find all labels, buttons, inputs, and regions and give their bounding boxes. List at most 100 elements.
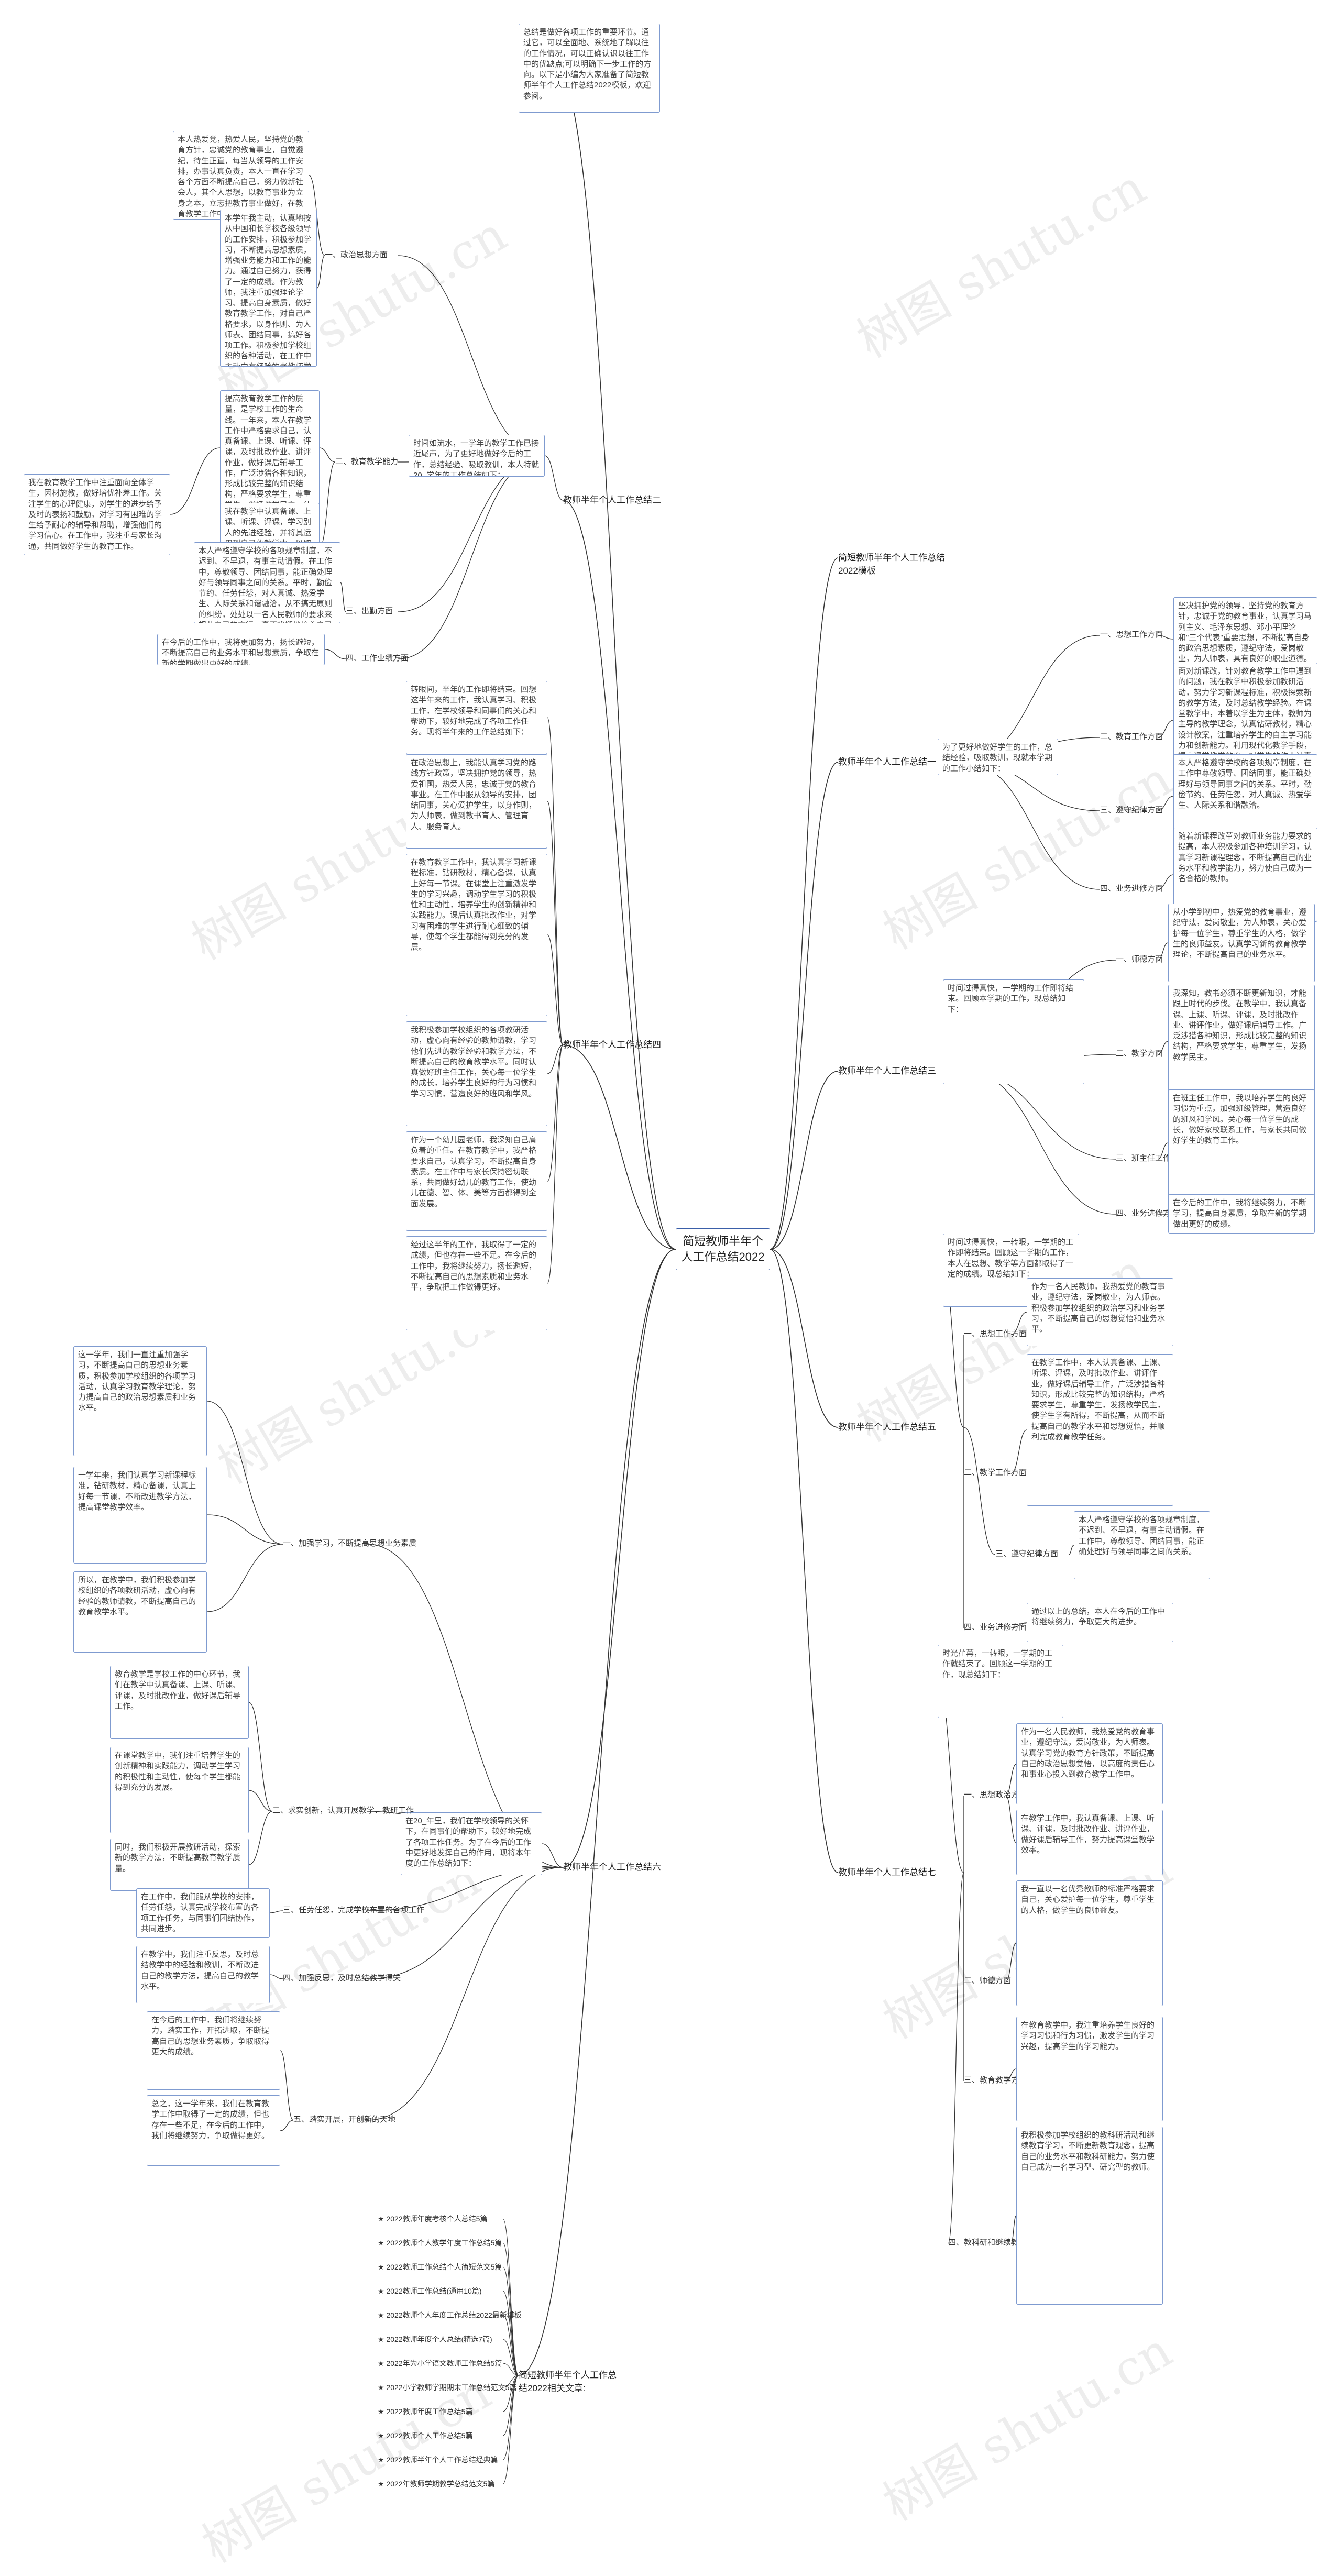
b8-text-3: 我一直以一名优秀教师的标准严格要求自己，关心爱护每一位学生，尊重学生的人格，做学… <box>1016 1880 1163 2006</box>
connector <box>248 1811 273 1865</box>
b7-text-5: 在课堂教学中，我们注重培养学生的创新精神和实践能力，调动学生学习的积极性和主动性… <box>110 1747 249 1833</box>
b8-text-2: 在教学工作中，我认真备课、上课、听课、评课，及时批改作业、讲评作业，做好课后辅导… <box>1016 1810 1163 1875</box>
related-link[interactable]: ★ 2022教师工作总结(通用10篇) <box>378 2287 482 2295</box>
connector <box>1157 942 1169 961</box>
branch-summary-4[interactable]: 教师半年个人工作总结四 <box>563 1040 661 1050</box>
branch-summary-1[interactable]: 教师半年个人工作总结一 <box>838 757 936 767</box>
related-link[interactable]: ★ 2022教师年度工作总结5篇 <box>378 2407 473 2416</box>
b6-label-3[interactable]: 三、遵守纪律方面 <box>995 1549 1059 1558</box>
connector <box>206 1401 283 1545</box>
connector <box>502 2339 519 2376</box>
b6-label-4[interactable]: 四、业务进修方面 <box>964 1623 1027 1632</box>
branch-related[interactable]: 简短教师半年个人工作总结2022相关文章: <box>519 2370 617 2393</box>
connector <box>502 2291 519 2376</box>
connector <box>502 2266 519 2376</box>
branch-summary-3[interactable]: 教师半年个人工作总结三 <box>838 1066 936 1076</box>
connector <box>770 557 839 1250</box>
connector <box>340 582 346 612</box>
connector <box>963 1427 996 1555</box>
b7-intro: 在20_年里，我们在学校领导的关怀下，在同事们的帮助下，较好地完成了各项工作任务… <box>401 1812 542 1875</box>
connector <box>269 1974 283 1979</box>
connector <box>170 447 221 515</box>
connector <box>280 2120 294 2131</box>
connector <box>502 2242 519 2376</box>
connector <box>563 1044 676 1250</box>
b8-intro: 时光荏苒，一转眼，一学期的工作就结束了。回顾这一学期的工作，现总结如下： <box>938 1645 1063 1718</box>
connector <box>206 1544 283 1612</box>
b4-text-4: 我积极参加学校组织的各项教研活动，虚心向有经验的教师请教，学习他们先进的教学经验… <box>406 1021 547 1126</box>
b5-text-3: 在班主任工作中，我以培养学生的良好习惯为重点，加强班级管理，营造良好的班风和学风… <box>1168 1089 1315 1197</box>
connector <box>502 2363 519 2376</box>
b5-label-4[interactable]: 四、业务进修方面 <box>1116 1209 1179 1218</box>
branch-intro-template[interactable]: 简短教师半年个人工作总结2022模板 <box>838 553 945 576</box>
branch-summary-2[interactable]: 教师半年个人工作总结二 <box>563 495 661 505</box>
related-link[interactable]: ★ 2022教师年度考核个人总结5篇 <box>378 2215 488 2223</box>
b7-text-4: 教育教学是学校工作的中心环节，我们在教学中认真备课、上课、听课、评课，及时批改作… <box>110 1666 249 1739</box>
connector <box>502 2315 519 2376</box>
b5-text-2: 我深知，教书必须不断更新知识，才能跟上时代的步伐。在教学中，我认真备课、上课、听… <box>1168 985 1315 1097</box>
connector <box>1157 1142 1169 1160</box>
b5-intro: 时间过得真快，一学期的工作即将结束。回顾本学期的工作，现总结如下： <box>943 979 1084 1084</box>
b4-text-5: 作为一个幼儿园老师，我深知自己肩负着的重任。在教育教学中，我严格要求自己，认真学… <box>406 1131 547 1231</box>
b7-label-5[interactable]: 五、踏实开展，开创新的天地 <box>293 2115 396 2124</box>
b7-label-4[interactable]: 四、加强反思，及时总结教学得失 <box>283 1974 401 1983</box>
related-link[interactable]: ★ 2022教师工作总结个人简短范文5篇 <box>378 2263 502 2271</box>
b8-label-1[interactable]: 一、思想政治方面 <box>964 1790 1027 1799</box>
b5-text-4: 在今后的工作中，我将继续努力，不断学习，提高自身素质，争取在新的学期做出更好的成… <box>1168 1194 1315 1234</box>
related-link[interactable]: ★ 2022教师年度个人总结(精选7篇) <box>378 2335 492 2343</box>
b7-label-2[interactable]: 二、求实创新，认真开展教学、教研工作 <box>272 1806 414 1815</box>
b8-label-4[interactable]: 四、教科研和继续教育 <box>948 2238 1027 2247</box>
related-link[interactable]: ★ 2022小学教师学期期末工作总结范文5篇 <box>378 2383 517 2392</box>
b8-label-3[interactable]: 三、教育教学方面 <box>964 2076 1027 2085</box>
b2-text-3: 提高教育教学工作的质量，是学校工作的生命线。一年来，本人在教学工作中严格要求自己… <box>220 390 320 505</box>
b3-label-3[interactable]: 三、遵守纪律方面 <box>1100 806 1163 814</box>
root-node[interactable]: 简短教师半年个人工作总结2022 <box>676 1228 770 1270</box>
b7-text-9: 在今后的工作中，我们将继续努力，踏实工作，开拓进取，不断提高自己的思想业务素质，… <box>147 2011 280 2090</box>
b5-label-2[interactable]: 二、教学方面 <box>1116 1049 1163 1058</box>
b3-label-2[interactable]: 二、教育工作方面 <box>1100 732 1163 741</box>
b8-label-2[interactable]: 二、师德方面 <box>964 1976 1012 1985</box>
branch-summary-7[interactable]: 教师半年个人工作总结七 <box>838 1867 936 1877</box>
b3-text-3: 本人严格遵守学校的各项规章制度，在工作中尊敬领导、团结同事，能正确处理好与领导同… <box>1173 754 1317 838</box>
connector <box>1157 796 1174 811</box>
b7-label-1[interactable]: 一、加强学习，不断提高思想业务素质 <box>283 1539 417 1548</box>
related-link[interactable]: ★ 2022年教师学期教学总结范文5篇 <box>378 2480 495 2488</box>
b2-text-left: 我在教育教学工作中注重面向全体学生，因材施教，做好培优补差工作。关注学生的心理健… <box>24 474 170 555</box>
b3-intro: 为了更好地做好学生的工作，总结经验，吸取教训，现就本学期的工作小结如下： <box>938 739 1058 775</box>
branch-summary-6[interactable]: 教师半年个人工作总结六 <box>563 1862 661 1872</box>
b6-label-1[interactable]: 一、思想工作方面 <box>964 1329 1027 1338</box>
branch-summary-5[interactable]: 教师半年个人工作总结五 <box>838 1422 936 1432</box>
connector <box>1005 1943 1017 1982</box>
b2-label-3[interactable]: 三、出勤方面 <box>346 607 393 615</box>
b7-text-2: 一学年来，我们认真学习新课程标准，钻研教材，精心备课，认真上好每一节课，不断改进… <box>73 1467 207 1564</box>
b5-label-1[interactable]: 一、师德方面 <box>1116 955 1163 964</box>
b4-text-3: 在教育教学工作中，我认真学习新课程标准，钻研教材，精心备课，认真上好每一节课。在… <box>406 854 547 1016</box>
b2-label-4[interactable]: 四、工作业绩方面 <box>346 654 409 663</box>
b6-text-3: 本人严格遵守学校的各项规章制度，不迟到、不早退，有事主动请假。在工作中，尊敬领导… <box>1074 1511 1210 1579</box>
related-link[interactable]: ★ 2022教师个人工作总结5篇 <box>378 2431 473 2440</box>
related-link[interactable]: ★ 2022教师半年个人工作总结经典篇 <box>378 2456 498 2464</box>
b2-text-6: 在今后的工作中，我将更加努力，扬长避短，不断提高自己的业务水平和思想素质，争取在… <box>157 634 325 665</box>
connector <box>770 1071 839 1250</box>
related-link[interactable]: ★ 2022年为小学语文教师工作总结5篇 <box>378 2359 502 2368</box>
connector <box>1157 874 1174 890</box>
connector <box>398 255 545 456</box>
connector <box>319 461 336 548</box>
b7-label-3[interactable]: 三、任劳任怨，完成学校布置的各项工作 <box>283 1906 425 1914</box>
connector <box>547 1044 564 1182</box>
b2-label-1[interactable]: 一、政治思想方面 <box>325 250 388 259</box>
b3-label-4[interactable]: 四、业务进修方面 <box>1100 884 1163 893</box>
b6-label-2[interactable]: 二、教学工作方面 <box>964 1468 1027 1477</box>
b2-label-2[interactable]: 二、教育教学能力 <box>335 457 399 466</box>
related-link[interactable]: ★ 2022教师个人教学年度工作总结5篇 <box>378 2239 502 2247</box>
b7-text-6: 同时，我们积极开展教研活动，探索新的教学方法，不断提高教育教学质量。 <box>110 1839 249 1891</box>
connector <box>563 1249 676 1868</box>
connector <box>1005 1795 1017 1843</box>
connector <box>555 68 676 1250</box>
connector <box>502 2375 519 2412</box>
connector <box>963 1071 1116 1160</box>
related-link[interactable]: ★ 2022教师个人年度工作总结2022最新模板 <box>378 2311 522 2319</box>
b3-label-1[interactable]: 一、思想工作方面 <box>1100 630 1163 639</box>
connector <box>269 1910 283 1913</box>
